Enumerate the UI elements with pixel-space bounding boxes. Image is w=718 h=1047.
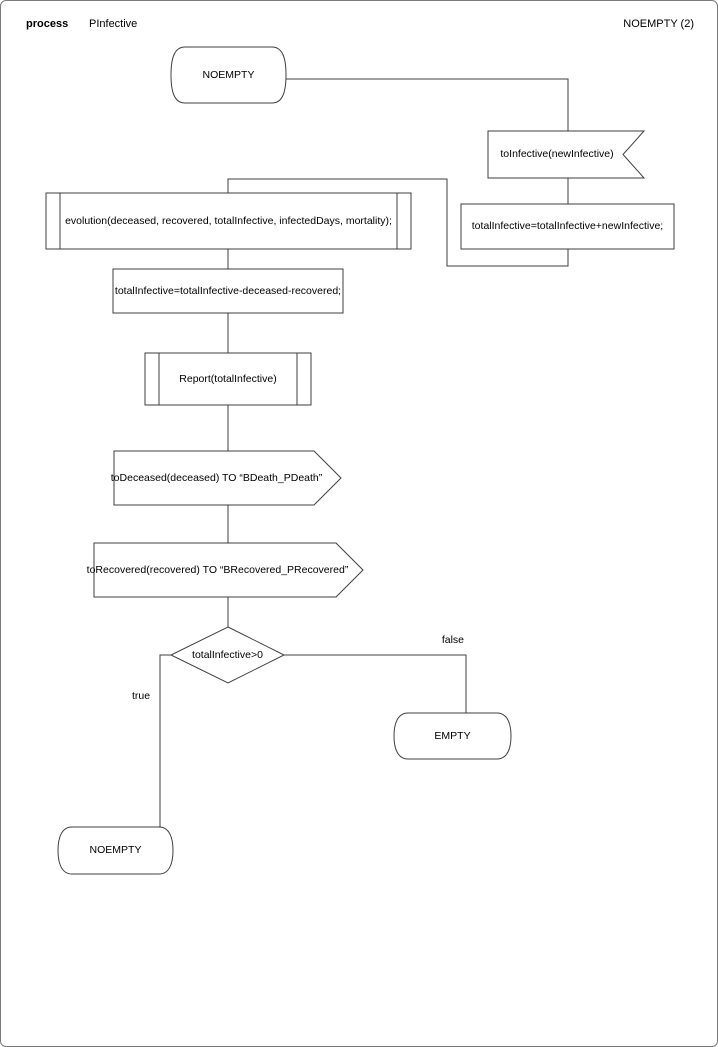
decision-totalinfective[interactable]	[169, 626, 286, 684]
page-state-label: NOEMPTY (2)	[623, 18, 694, 30]
connector-task-to-evolution	[227, 178, 569, 267]
task-subtract-deceased-recovered[interactable]	[112, 268, 344, 314]
connector-true-branch	[159, 654, 171, 827]
procedure-evolution[interactable]	[45, 192, 412, 250]
output-todeceased[interactable]	[113, 450, 342, 506]
input-toinfective[interactable]	[487, 130, 646, 179]
state-end-noempty[interactable]	[57, 826, 174, 875]
state-empty[interactable]	[393, 712, 512, 760]
procedure-evolution-box[interactable]	[45, 192, 412, 250]
connector-false-branch	[284, 654, 467, 713]
task-add-newinfective[interactable]	[460, 203, 675, 250]
output-torecovered[interactable]	[93, 542, 364, 598]
process-kind-label: process	[26, 18, 69, 30]
state-start-noempty[interactable]	[170, 46, 287, 104]
procedure-report[interactable]	[144, 352, 312, 406]
procedure-report-box[interactable]	[144, 352, 312, 406]
connector-start-to-input	[286, 78, 569, 131]
process-name: PInfective	[89, 18, 138, 30]
